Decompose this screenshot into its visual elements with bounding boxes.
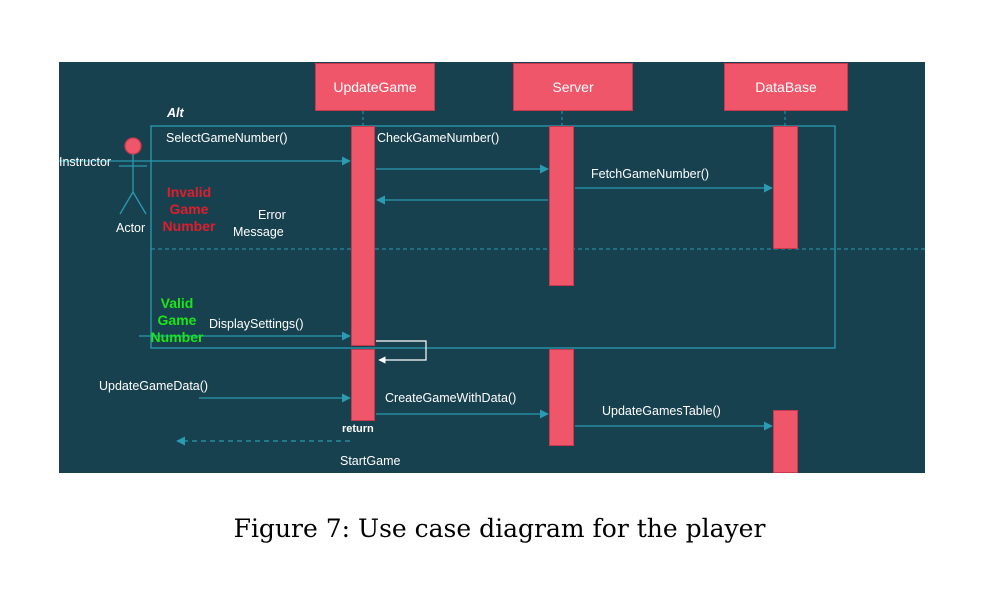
msg-start-game: StartGame bbox=[340, 454, 401, 468]
alt-label: Alt bbox=[167, 106, 184, 120]
msg-fetch-game-number: FetchGameNumber() bbox=[591, 167, 710, 181]
msg-display-settings: DisplaySettings() bbox=[209, 317, 304, 331]
msg-error-line-1: Error bbox=[258, 208, 286, 222]
msg-select-game-number: SelectGameNumber() bbox=[166, 131, 288, 145]
participant-server: Server bbox=[513, 63, 633, 111]
participant-server-label: Server bbox=[552, 79, 594, 95]
participant-update-game-label: UpdateGame bbox=[333, 79, 417, 95]
participant-update-game: UpdateGame bbox=[315, 63, 435, 111]
participant-database-label: DataBase bbox=[755, 79, 817, 95]
figure-caption: Figure 7: Use case diagram for the playe… bbox=[233, 514, 766, 543]
alt-fragment-frame bbox=[150, 125, 836, 349]
guard-valid-line-3: Number bbox=[150, 329, 204, 345]
activation-update-game-1 bbox=[351, 126, 375, 346]
msg-update-games-table: UpdateGamesTable() bbox=[602, 404, 721, 418]
activation-database-2 bbox=[773, 410, 798, 473]
diagram-lines bbox=[59, 111, 925, 446]
guard-valid-line-1: Valid bbox=[160, 295, 194, 311]
activation-server-1 bbox=[549, 126, 574, 286]
msg-error-line-2: Message bbox=[233, 225, 284, 239]
msg-create-game-with-data: CreateGameWithData() bbox=[385, 391, 517, 405]
sequence-diagram: UpdateGame Server DataBase Alt Instructo… bbox=[59, 62, 925, 473]
msg-error-message: Error Message bbox=[233, 207, 286, 241]
arrow-self-call bbox=[376, 340, 427, 364]
guard-invalid-line-3: Number bbox=[162, 218, 216, 234]
guard-valid-line-2: Game bbox=[157, 312, 197, 328]
participant-database: DataBase bbox=[724, 63, 848, 111]
actor-role-label: Instructor bbox=[59, 155, 112, 169]
msg-return: return bbox=[342, 423, 374, 435]
guard-invalid-line-1: Invalid bbox=[166, 184, 212, 200]
guard-invalid-line-2: Game bbox=[169, 201, 209, 217]
guard-invalid-game-number: Invalid Game Number bbox=[158, 184, 220, 235]
activation-update-game-2 bbox=[351, 349, 375, 421]
msg-update-game-data: UpdateGameData() bbox=[99, 379, 209, 393]
actor-name-label: Actor bbox=[116, 221, 146, 235]
actor-figure bbox=[119, 137, 147, 215]
activation-database-1 bbox=[773, 126, 798, 249]
guard-valid-game-number: Valid Game Number bbox=[147, 295, 207, 346]
msg-check-game-number: CheckGameNumber() bbox=[377, 131, 500, 145]
activation-server-2 bbox=[549, 349, 574, 446]
